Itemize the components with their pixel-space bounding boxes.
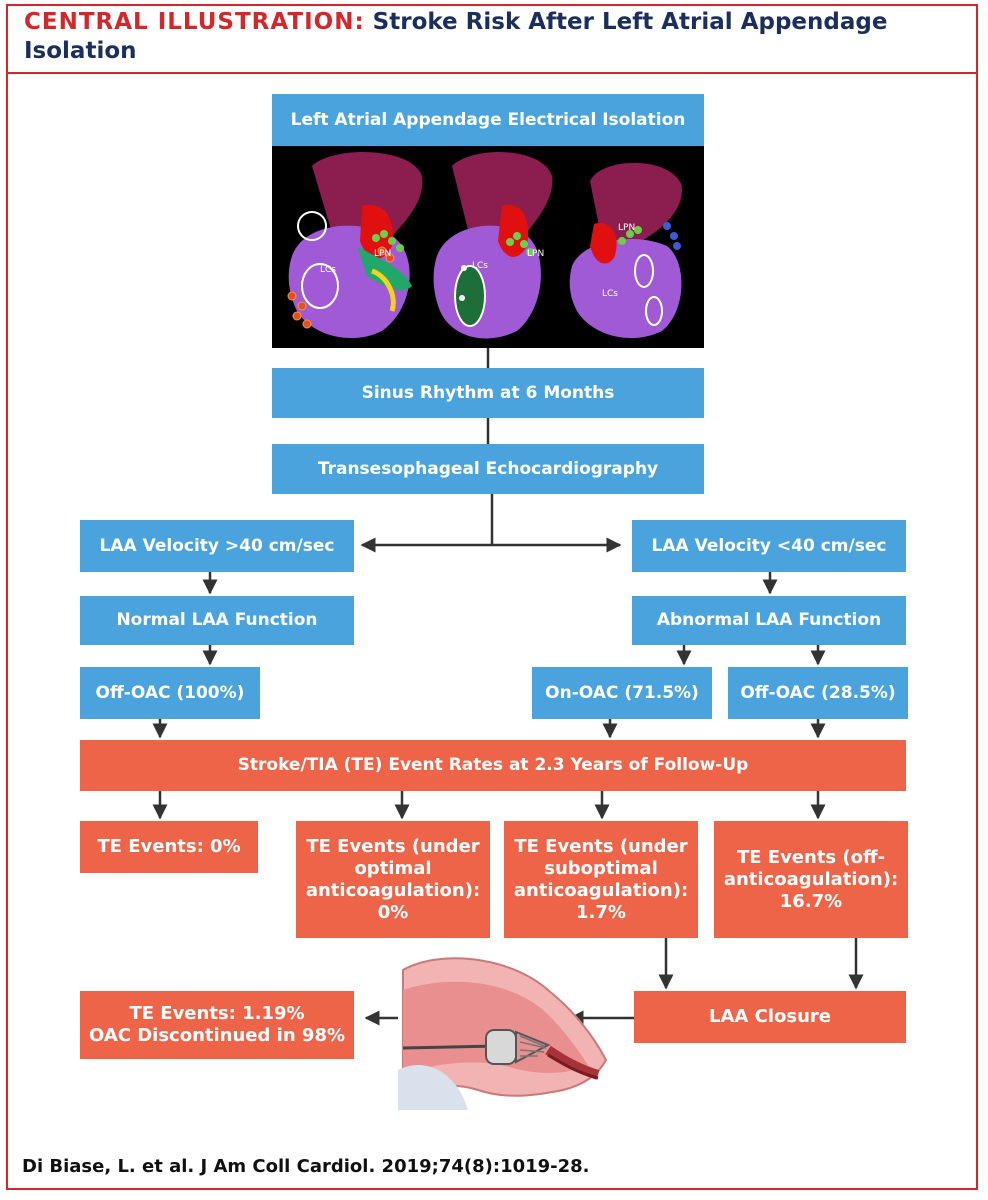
closure-te-events: TE Events: 1.19% bbox=[129, 1003, 305, 1024]
event-rates-box: Stroke/TIA (TE) Event Rates at 2.3 Years… bbox=[80, 740, 906, 791]
sinus-rhythm-box: Sinus Rhythm at 6 Months bbox=[272, 368, 704, 418]
abnormal-function-box: Abnormal LAA Function bbox=[632, 596, 906, 645]
velocity-low-box: LAA Velocity <40 cm/sec bbox=[632, 520, 906, 572]
te-events-off-box: TE Events (off-anticoagulation): 16.7% bbox=[714, 821, 908, 938]
laa-closure-device-illustration bbox=[398, 950, 610, 1110]
heart-map-left: LPN LCs bbox=[287, 152, 423, 339]
illustration-frame bbox=[6, 4, 978, 1190]
map-label-lcs-2: LCs bbox=[472, 261, 488, 271]
heart-map-right: LPN LCs bbox=[569, 162, 683, 339]
central-illustration-tag: CENTRAL ILLUSTRATION: bbox=[24, 9, 365, 35]
map-label-lpn-3: LPN bbox=[618, 223, 635, 233]
on-oac-box: On-OAC (71.5%) bbox=[532, 667, 712, 719]
tee-box: Transesophageal Echocardiography bbox=[272, 444, 704, 494]
map-label-lpn-1: LPN bbox=[374, 249, 391, 259]
laa-isolation-box: Left Atrial Appendage Electrical Isolati… bbox=[272, 94, 704, 146]
closure-oac-discontinued: OAC Discontinued in 98% bbox=[89, 1025, 345, 1046]
off-oac-285-box: Off-OAC (28.5%) bbox=[728, 667, 908, 719]
map-label-lcs-3: LCs bbox=[602, 289, 618, 299]
normal-function-box: Normal LAA Function bbox=[80, 596, 354, 645]
heart-map-middle: LPN LCs bbox=[433, 152, 553, 339]
map-label-lcs-1: LCs bbox=[320, 265, 336, 275]
closure-result-box: TE Events: 1.19% OAC Discontinued in 98% bbox=[80, 991, 354, 1059]
map-label-lpn-2: LPN bbox=[527, 249, 544, 259]
te-events-suboptimal-box: TE Events (under suboptimal anticoagulat… bbox=[504, 821, 698, 938]
illustration-title: Stroke Risk After Left Atrial Appendage … bbox=[24, 9, 888, 64]
velocity-high-box: LAA Velocity >40 cm/sec bbox=[80, 520, 354, 572]
off-oac-100-box: Off-OAC (100%) bbox=[80, 667, 260, 719]
electroanatomic-maps-image: LPN LCs LPN LCs bbox=[272, 146, 704, 348]
laa-closure-box: LAA Closure bbox=[634, 991, 906, 1043]
te-events-optimal-box: TE Events (under optimal anticoagulation… bbox=[296, 821, 490, 938]
page-title: CENTRAL ILLUSTRATION: Stroke Risk After … bbox=[24, 8, 954, 66]
citation: Di Biase, L. et al. J Am Coll Cardiol. 2… bbox=[22, 1156, 590, 1177]
header-divider bbox=[6, 72, 978, 74]
te-events-0-box: TE Events: 0% bbox=[80, 821, 258, 873]
